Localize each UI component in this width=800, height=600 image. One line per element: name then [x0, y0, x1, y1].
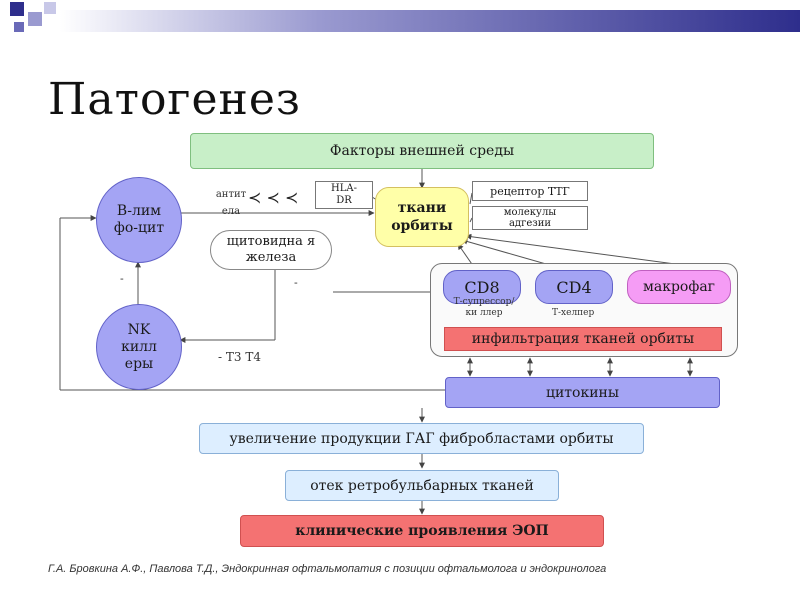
banner-square: [28, 12, 42, 26]
hla-dr-box: HLA-DR: [315, 181, 373, 209]
page-title: Патогенез: [48, 74, 301, 125]
citation-caption: Г.А. Бровкина А.Ф., Павлова Т.Д., Эндокр…: [48, 563, 607, 575]
env-factors-box: Факторы внешней среды: [190, 133, 654, 169]
b-lymphocyte-node: В-лим фо-цит: [96, 177, 182, 263]
t-helper-label: Т-хелпер: [552, 308, 595, 318]
adhesion-molecules-box: молекулы адгезии: [472, 206, 588, 230]
thyroid-node: щитовидна я железа: [210, 230, 332, 270]
cytokines-box: цитокины: [445, 377, 720, 408]
macrophage-node: макрофаг: [627, 270, 731, 304]
minus-sign: -: [294, 276, 298, 289]
antibody-arrows-glyph: ≺ ≺ ≺: [248, 188, 299, 207]
antibodies-label: антит ела: [215, 189, 247, 217]
banner-square: [14, 22, 24, 32]
cd8-node: CD8: [443, 270, 521, 304]
edema-box: отек ретробульбарных тканей: [285, 470, 559, 501]
banner-gradient: [60, 10, 800, 32]
infiltration-bar: инфильтрация тканей орбиты: [444, 327, 722, 351]
clinical-box: клинические проявления ЭОП: [240, 515, 604, 547]
cd4-node: CD4: [535, 270, 613, 304]
orbit-tissues-node: ткани орбиты: [375, 187, 469, 247]
t3t4-label: - T3 T4: [218, 350, 261, 364]
banner-square: [44, 2, 56, 14]
ttg-receptor-box: рецептор ТТГ: [472, 181, 588, 201]
minus-sign: -: [120, 272, 124, 285]
nk-killers-node: NK килл еры: [96, 304, 182, 390]
banner-square: [10, 2, 24, 16]
t-suppressor-label: Т-супрессор/ки ллер: [453, 297, 515, 318]
gag-increase-box: увеличение продукции ГАГ фибробластами о…: [199, 423, 644, 454]
